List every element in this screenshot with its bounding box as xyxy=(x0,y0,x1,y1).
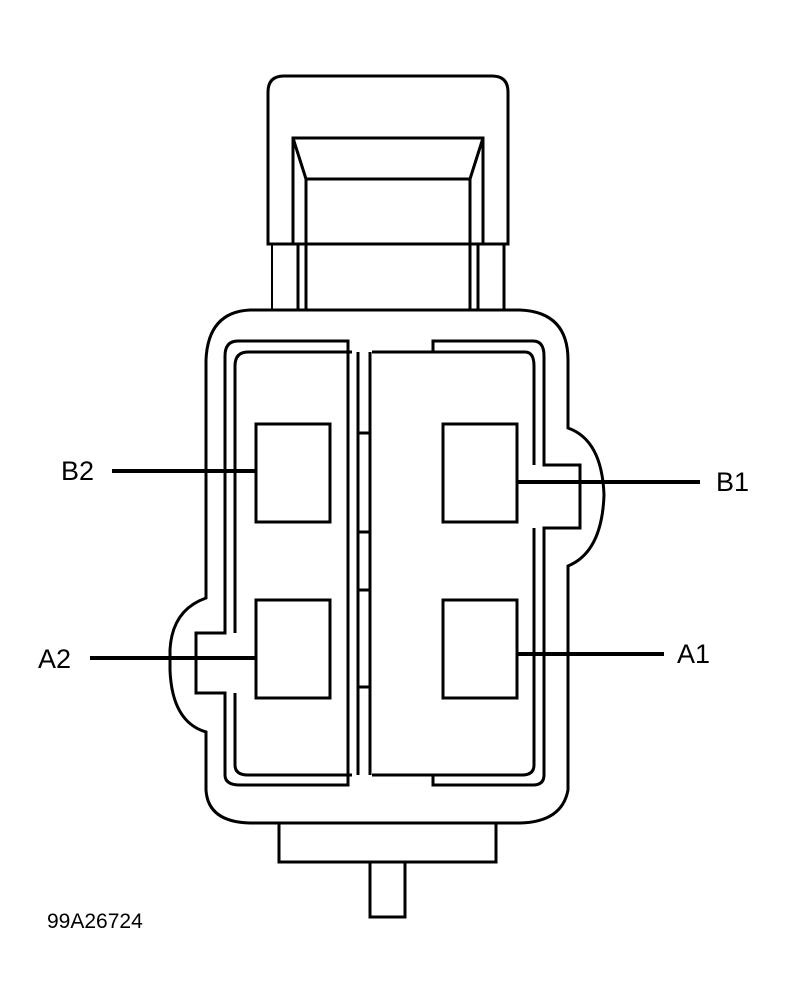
terminal-a1-cavity xyxy=(441,598,519,700)
inner-left-half xyxy=(194,339,352,787)
figure-id: 99A26724 xyxy=(47,910,143,933)
wire-exit-boot xyxy=(277,823,498,919)
terminal-a2-cavity xyxy=(254,598,332,700)
terminal-label-a1: A1 xyxy=(677,639,711,669)
locking-tab xyxy=(266,74,510,310)
terminal-label-b2: B2 xyxy=(61,456,95,486)
terminal-label-b1: B1 xyxy=(716,467,750,497)
terminal-b1-cavity xyxy=(441,422,519,524)
inner-right-half xyxy=(372,339,582,787)
connector-housing xyxy=(168,308,606,825)
terminal-b2-cavity xyxy=(254,422,332,524)
terminal-label-a2: A2 xyxy=(38,644,72,674)
center-divider xyxy=(356,352,372,775)
